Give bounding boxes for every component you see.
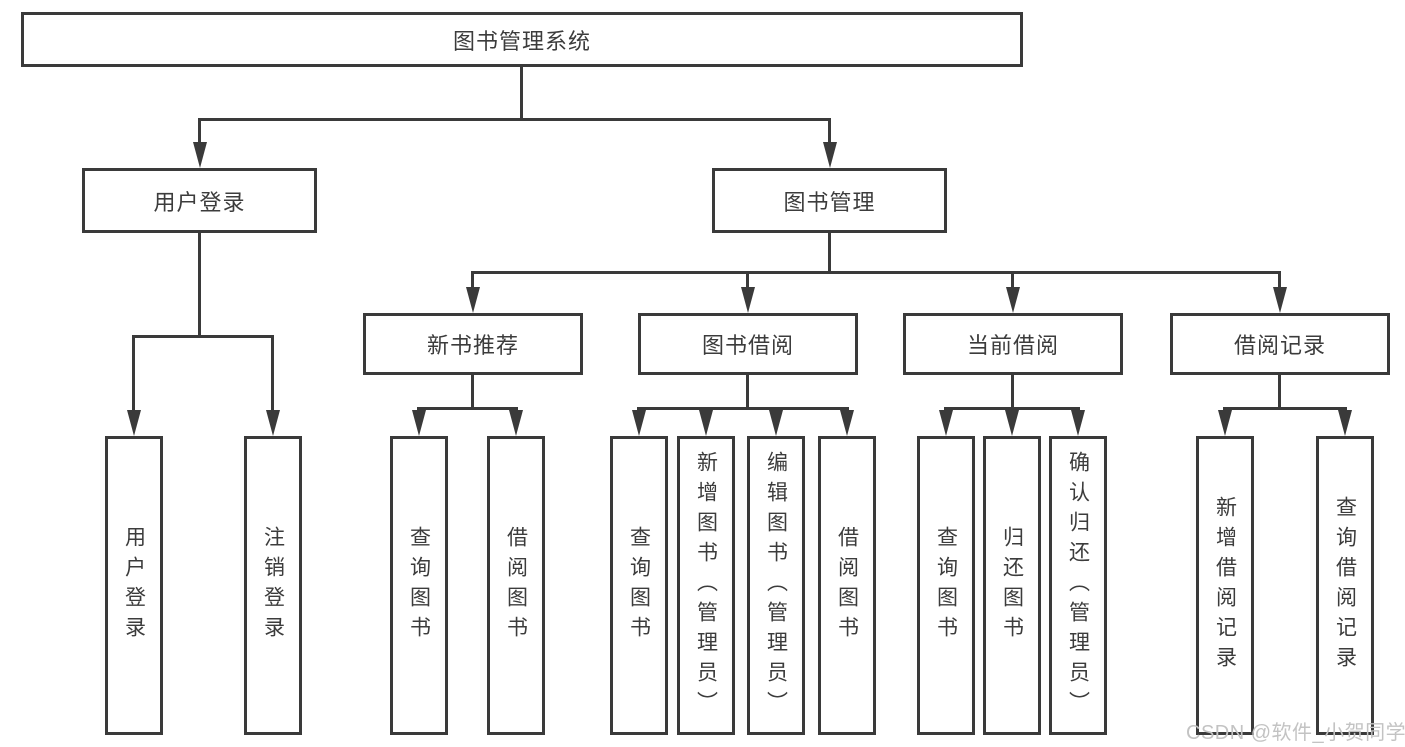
- leaf-label: 用户登录: [122, 525, 146, 646]
- connector-line: [132, 338, 135, 412]
- leaf-confirm-return-admin: 确认归还（管理员）: [1049, 436, 1107, 735]
- arrowhead: [193, 142, 207, 168]
- node-new-book-recommend: 新书推荐: [363, 313, 583, 375]
- arrowhead: [769, 410, 783, 436]
- arrowhead: [266, 410, 280, 436]
- arrowhead: [741, 287, 755, 313]
- leaf-add-books-admin: 新增图书（管理员）: [677, 436, 735, 735]
- connector-line: [828, 233, 831, 271]
- arrowhead: [1006, 287, 1020, 313]
- connector-line: [271, 338, 274, 412]
- leaf-query-borrow-record: 查询借阅记录: [1316, 436, 1374, 735]
- connector-line: [1011, 274, 1014, 291]
- connector-line: [471, 375, 474, 407]
- arrowhead: [699, 410, 713, 436]
- node-book-management: 图书管理: [712, 168, 947, 233]
- arrowhead: [939, 410, 953, 436]
- connector-line: [198, 233, 201, 335]
- leaf-label: 新增图书（管理员）: [694, 450, 718, 721]
- arrowhead: [1218, 410, 1232, 436]
- leaf-label: 新增借阅记录: [1213, 495, 1237, 676]
- leaf-return-books: 归还图书: [983, 436, 1041, 735]
- arrowhead: [1005, 410, 1019, 436]
- leaf-label: 确认归还（管理员）: [1066, 450, 1090, 721]
- leaf-query-books-borrow: 查询图书: [610, 436, 668, 735]
- connector-line: [637, 407, 849, 410]
- arrowhead: [1338, 410, 1352, 436]
- connector-line: [132, 335, 274, 338]
- leaf-label: 注销登录: [261, 525, 285, 646]
- connector-line: [944, 407, 1080, 410]
- connector-line: [828, 121, 831, 148]
- leaf-label: 查询图书: [627, 525, 651, 646]
- leaf-label: 查询图书: [934, 525, 958, 646]
- leaf-borrow-books: 借阅图书: [818, 436, 876, 735]
- csdn-watermark: CSDN @软件_小贺同学: [1186, 722, 1405, 744]
- arrowhead: [127, 410, 141, 436]
- node-borrow-records: 借阅记录: [1170, 313, 1390, 375]
- leaf-label: 查询借阅记录: [1333, 495, 1357, 676]
- leaf-logout: 注销登录: [244, 436, 302, 735]
- leaf-add-borrow-record: 新增借阅记录: [1196, 436, 1254, 735]
- connector-line: [1278, 375, 1281, 407]
- arrowhead: [632, 410, 646, 436]
- connector-line: [746, 375, 749, 407]
- connector-line: [1223, 407, 1347, 410]
- leaf-label: 借阅图书: [835, 525, 859, 646]
- leaf-edit-books-admin: 编辑图书（管理员）: [747, 436, 805, 735]
- connector-line: [417, 407, 518, 410]
- connector-line: [198, 118, 831, 121]
- connector-line: [746, 274, 749, 291]
- leaf-borrow-books-recommend: 借阅图书: [487, 436, 545, 735]
- node-current-borrow: 当前借阅: [903, 313, 1123, 375]
- node-user-login: 用户登录: [82, 168, 317, 233]
- arrowhead: [840, 410, 854, 436]
- leaf-label: 编辑图书（管理员）: [764, 450, 788, 721]
- leaf-label: 归还图书: [1000, 525, 1024, 646]
- leaf-query-books-recommend: 查询图书: [390, 436, 448, 735]
- leaf-label: 借阅图书: [504, 525, 528, 646]
- connector-line: [520, 67, 523, 118]
- arrowhead: [509, 410, 523, 436]
- connector-line: [1011, 375, 1014, 407]
- arrowhead: [1071, 410, 1085, 436]
- connector-line: [471, 271, 1281, 274]
- node-root-library-system: 图书管理系统: [21, 12, 1023, 67]
- connector-line: [471, 274, 474, 291]
- node-book-borrow: 图书借阅: [638, 313, 858, 375]
- leaf-user-login: 用户登录: [105, 436, 163, 735]
- connector-line: [198, 121, 201, 148]
- arrowhead: [1273, 287, 1287, 313]
- arrowhead: [412, 410, 426, 436]
- connector-line: [1278, 274, 1281, 291]
- leaf-label: 查询图书: [407, 525, 431, 646]
- arrowhead: [823, 142, 837, 168]
- leaf-query-books-current: 查询图书: [917, 436, 975, 735]
- arrowhead: [466, 287, 480, 313]
